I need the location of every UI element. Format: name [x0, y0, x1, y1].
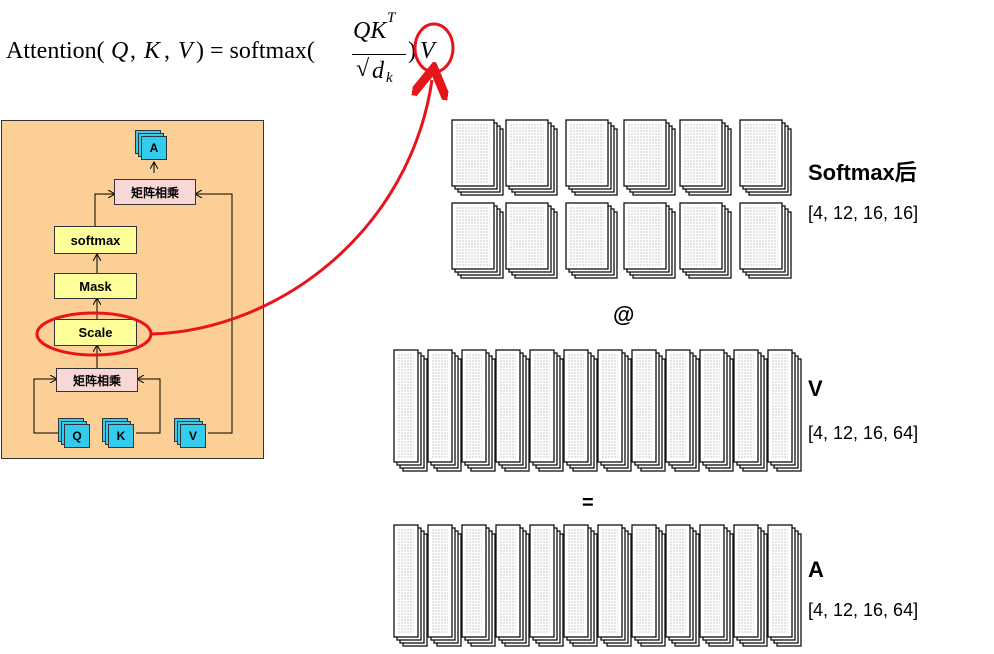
flow-connectors — [33, 121, 233, 434]
formula-q: Q — [111, 38, 129, 64]
input-v-label: V — [188, 429, 197, 443]
a-tensor-shape: [4, 12, 16, 64] — [808, 600, 919, 620]
softmax-box: softmax — [54, 226, 137, 254]
formula-comma-2: , — [164, 38, 170, 64]
softmax-matrix-stack-4 — [623, 119, 676, 196]
v-matrix-stack-6 — [563, 349, 598, 472]
equals-operator: = — [582, 492, 594, 514]
softmax-matrix-stack-8 — [505, 202, 558, 279]
formula-sqrt: √ — [356, 56, 370, 82]
v-matrix-stack-5 — [529, 349, 564, 472]
v-matrix-stack-7 — [597, 349, 632, 472]
fraction-bar — [352, 54, 406, 55]
formula-k: K — [144, 38, 161, 64]
formula-dk: d — [372, 58, 384, 84]
v-matrix-stack-8 — [631, 349, 666, 472]
softmax-tensor-shape: [4, 12, 16, 16] — [808, 203, 919, 223]
v-matrix-stack-3 — [461, 349, 496, 472]
v-matrix-stack-12 — [767, 349, 802, 472]
formula-numerator: QK — [353, 18, 387, 44]
softmax-matrix-stack-11 — [679, 202, 732, 279]
softmax-matrix-stack-5 — [679, 119, 732, 196]
a-matrix-stack-5 — [529, 524, 564, 647]
a-matrix-stack-1 — [393, 524, 428, 647]
matmul-bottom-box: 矩阵相乘 — [56, 368, 138, 392]
v-matrix-stack-1 — [393, 349, 428, 472]
v-matrix-stack-4 — [495, 349, 530, 472]
softmax-matrix-stack-10 — [623, 202, 676, 279]
attention-flowchart: A 矩阵相乘 softmax Mask Scale 矩阵相乘 Q K V — [1, 120, 264, 459]
softmax-matrix-stack-1 — [451, 119, 504, 196]
formula-comma-1: , — [130, 38, 136, 64]
softmax-matrix-stack-2 — [505, 119, 558, 196]
output-a-label: A — [149, 141, 159, 155]
v-matrix-stack-9 — [665, 349, 700, 472]
scale-box: Scale — [54, 319, 137, 346]
softmax-matrix-stack-9 — [565, 202, 618, 279]
a-matrix-stack-3 — [461, 524, 496, 647]
softmax-matrix-stack-12 — [739, 202, 792, 279]
scale-highlight-ellipse — [35, 311, 153, 357]
a-matrix-stack-2 — [427, 524, 462, 647]
formula-final-v: V — [420, 38, 435, 64]
v-tensor-shape: [4, 12, 16, 64] — [808, 423, 919, 443]
a-matrix-stack-11 — [733, 524, 768, 647]
formula-v: V — [178, 38, 193, 64]
input-q-label: Q — [72, 429, 82, 443]
input-k-label: K — [116, 429, 126, 443]
a-tensor-label: A — [808, 557, 824, 582]
highlight-arrow — [151, 80, 432, 336]
formula-lhs: Attention( — [6, 38, 105, 64]
mask-box: Mask — [54, 273, 137, 299]
formula-softmax: ) = softmax( — [196, 38, 315, 64]
v-tensor-label: V — [808, 376, 823, 401]
v-matrix-stack-2 — [427, 349, 462, 472]
v-matrix-stack-11 — [733, 349, 768, 472]
a-matrix-stack-12 — [767, 524, 802, 647]
a-matrix-stack-4 — [495, 524, 530, 647]
attention-formula: Attention( Q , K , V ) = softmax( QK T √… — [6, 10, 466, 90]
formula-subscript: k — [386, 70, 393, 86]
formula-close-paren: ) — [408, 38, 416, 64]
a-matrix-stack-8 — [631, 524, 666, 647]
a-matrix-stack-7 — [597, 524, 632, 647]
formula-superscript: T — [387, 10, 396, 26]
softmax-matrix-stack-6 — [739, 119, 792, 196]
softmax-tensor-label: Softmax后 — [808, 160, 917, 185]
matmul-top-box: 矩阵相乘 — [114, 179, 196, 205]
matmul-operator: @ — [613, 302, 635, 327]
softmax-matrix-stack-3 — [565, 119, 618, 196]
a-matrix-stack-9 — [665, 524, 700, 647]
softmax-matrix-stack-7 — [451, 202, 504, 279]
a-matrix-stack-10 — [699, 524, 734, 647]
a-matrix-stack-6 — [563, 524, 598, 647]
v-matrix-stack-10 — [699, 349, 734, 472]
